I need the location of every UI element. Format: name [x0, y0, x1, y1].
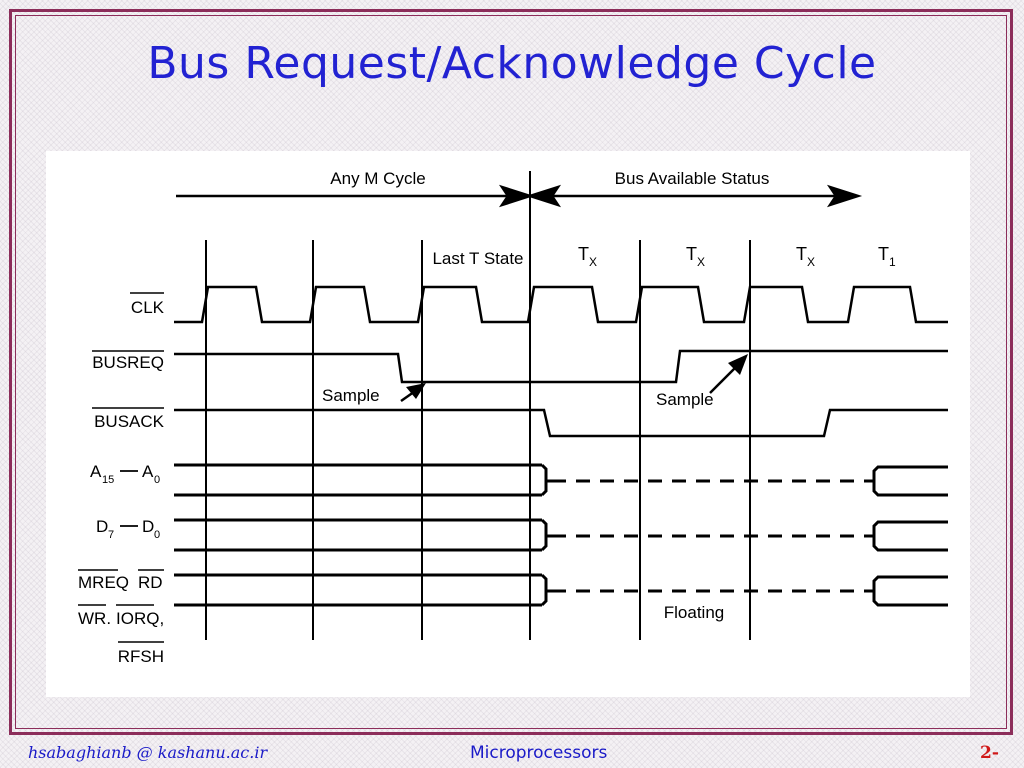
any-m-cycle-label: Any M Cycle: [330, 169, 425, 188]
tx-label-1: T X: [578, 244, 597, 269]
svg-text:D: D: [142, 517, 154, 536]
address-bus-waveform: [174, 463, 948, 497]
sample-arrow-1: [400, 383, 426, 403]
footer-page-number: 2-: [980, 743, 999, 763]
tx-3-main: T: [796, 244, 807, 264]
data-bus-label: D 7 D 0: [96, 517, 160, 541]
floating-label: Floating: [664, 603, 724, 622]
slide-title: Bus Request/Acknowledge Cycle: [147, 38, 877, 89]
svg-text:IORQ,: IORQ,: [116, 609, 164, 628]
bus-available-right-arrowhead: [826, 184, 863, 208]
tx-3-sub: X: [807, 255, 815, 269]
svg-text:0: 0: [154, 529, 160, 541]
footer-course: Microprocessors: [470, 743, 608, 763]
sample-label-2: Sample: [656, 390, 714, 409]
svg-text:15: 15: [102, 474, 114, 486]
tx-2-main: T: [686, 244, 697, 264]
svg-text:WR.: WR.: [78, 609, 111, 628]
busreq-waveform: [174, 349, 948, 384]
svg-text:RFSH: RFSH: [118, 647, 164, 666]
t1-sub: 1: [889, 255, 896, 269]
sample-arrow-2: [709, 354, 748, 394]
svg-text:A: A: [142, 462, 154, 481]
timing-diagram: Any M Cycle Bus Available Status Last T …: [46, 151, 970, 697]
any-m-cycle-arrowhead: [498, 184, 535, 208]
tx-label-3: T X: [796, 244, 815, 269]
clk-waveform: [174, 285, 948, 324]
tx-2-sub: X: [697, 255, 705, 269]
slide-outer-border: [9, 9, 1013, 735]
svg-text:7: 7: [108, 529, 114, 541]
address-bus-label: A 15 A 0: [90, 462, 160, 486]
t1-label: T 1: [878, 244, 896, 269]
busreq-label: BUSREQ: [92, 353, 164, 372]
phase-arrows: [176, 184, 863, 208]
control-bus-waveform: [174, 573, 948, 607]
bus-available-left-arrowhead: [525, 184, 562, 208]
t1-main: T: [878, 244, 889, 264]
footer-author: hsabaghianb @ kashanu.ac.ir: [28, 743, 268, 762]
signal-labels: CLK BUSREQ BUSACK A 15 A 0 D 7 D 0 MREQ …: [78, 292, 165, 666]
svg-text:RD: RD: [138, 573, 163, 592]
svg-text:A: A: [90, 462, 102, 481]
last-t-state-label: Last T State: [432, 249, 523, 268]
tx-label-2: T X: [686, 244, 705, 269]
control-signals-label: MREQ RD WR. IORQ, RFSH: [78, 569, 164, 666]
slide-inner-border: [15, 15, 1007, 729]
tx-1-main: T: [578, 244, 589, 264]
busack-waveform: [174, 408, 948, 438]
svg-text:MREQ: MREQ: [78, 573, 129, 592]
data-bus-waveform: [174, 518, 948, 552]
bus-available-label: Bus Available Status: [615, 169, 770, 188]
svg-text:D: D: [96, 517, 108, 536]
svg-text:0: 0: [154, 474, 160, 486]
timing-diagram-svg: Any M Cycle Bus Available Status Last T …: [78, 169, 948, 666]
tx-1-sub: X: [589, 255, 597, 269]
sample-label-1: Sample: [322, 386, 380, 405]
clk-label: CLK: [131, 298, 165, 317]
busack-label: BUSACK: [94, 412, 165, 431]
